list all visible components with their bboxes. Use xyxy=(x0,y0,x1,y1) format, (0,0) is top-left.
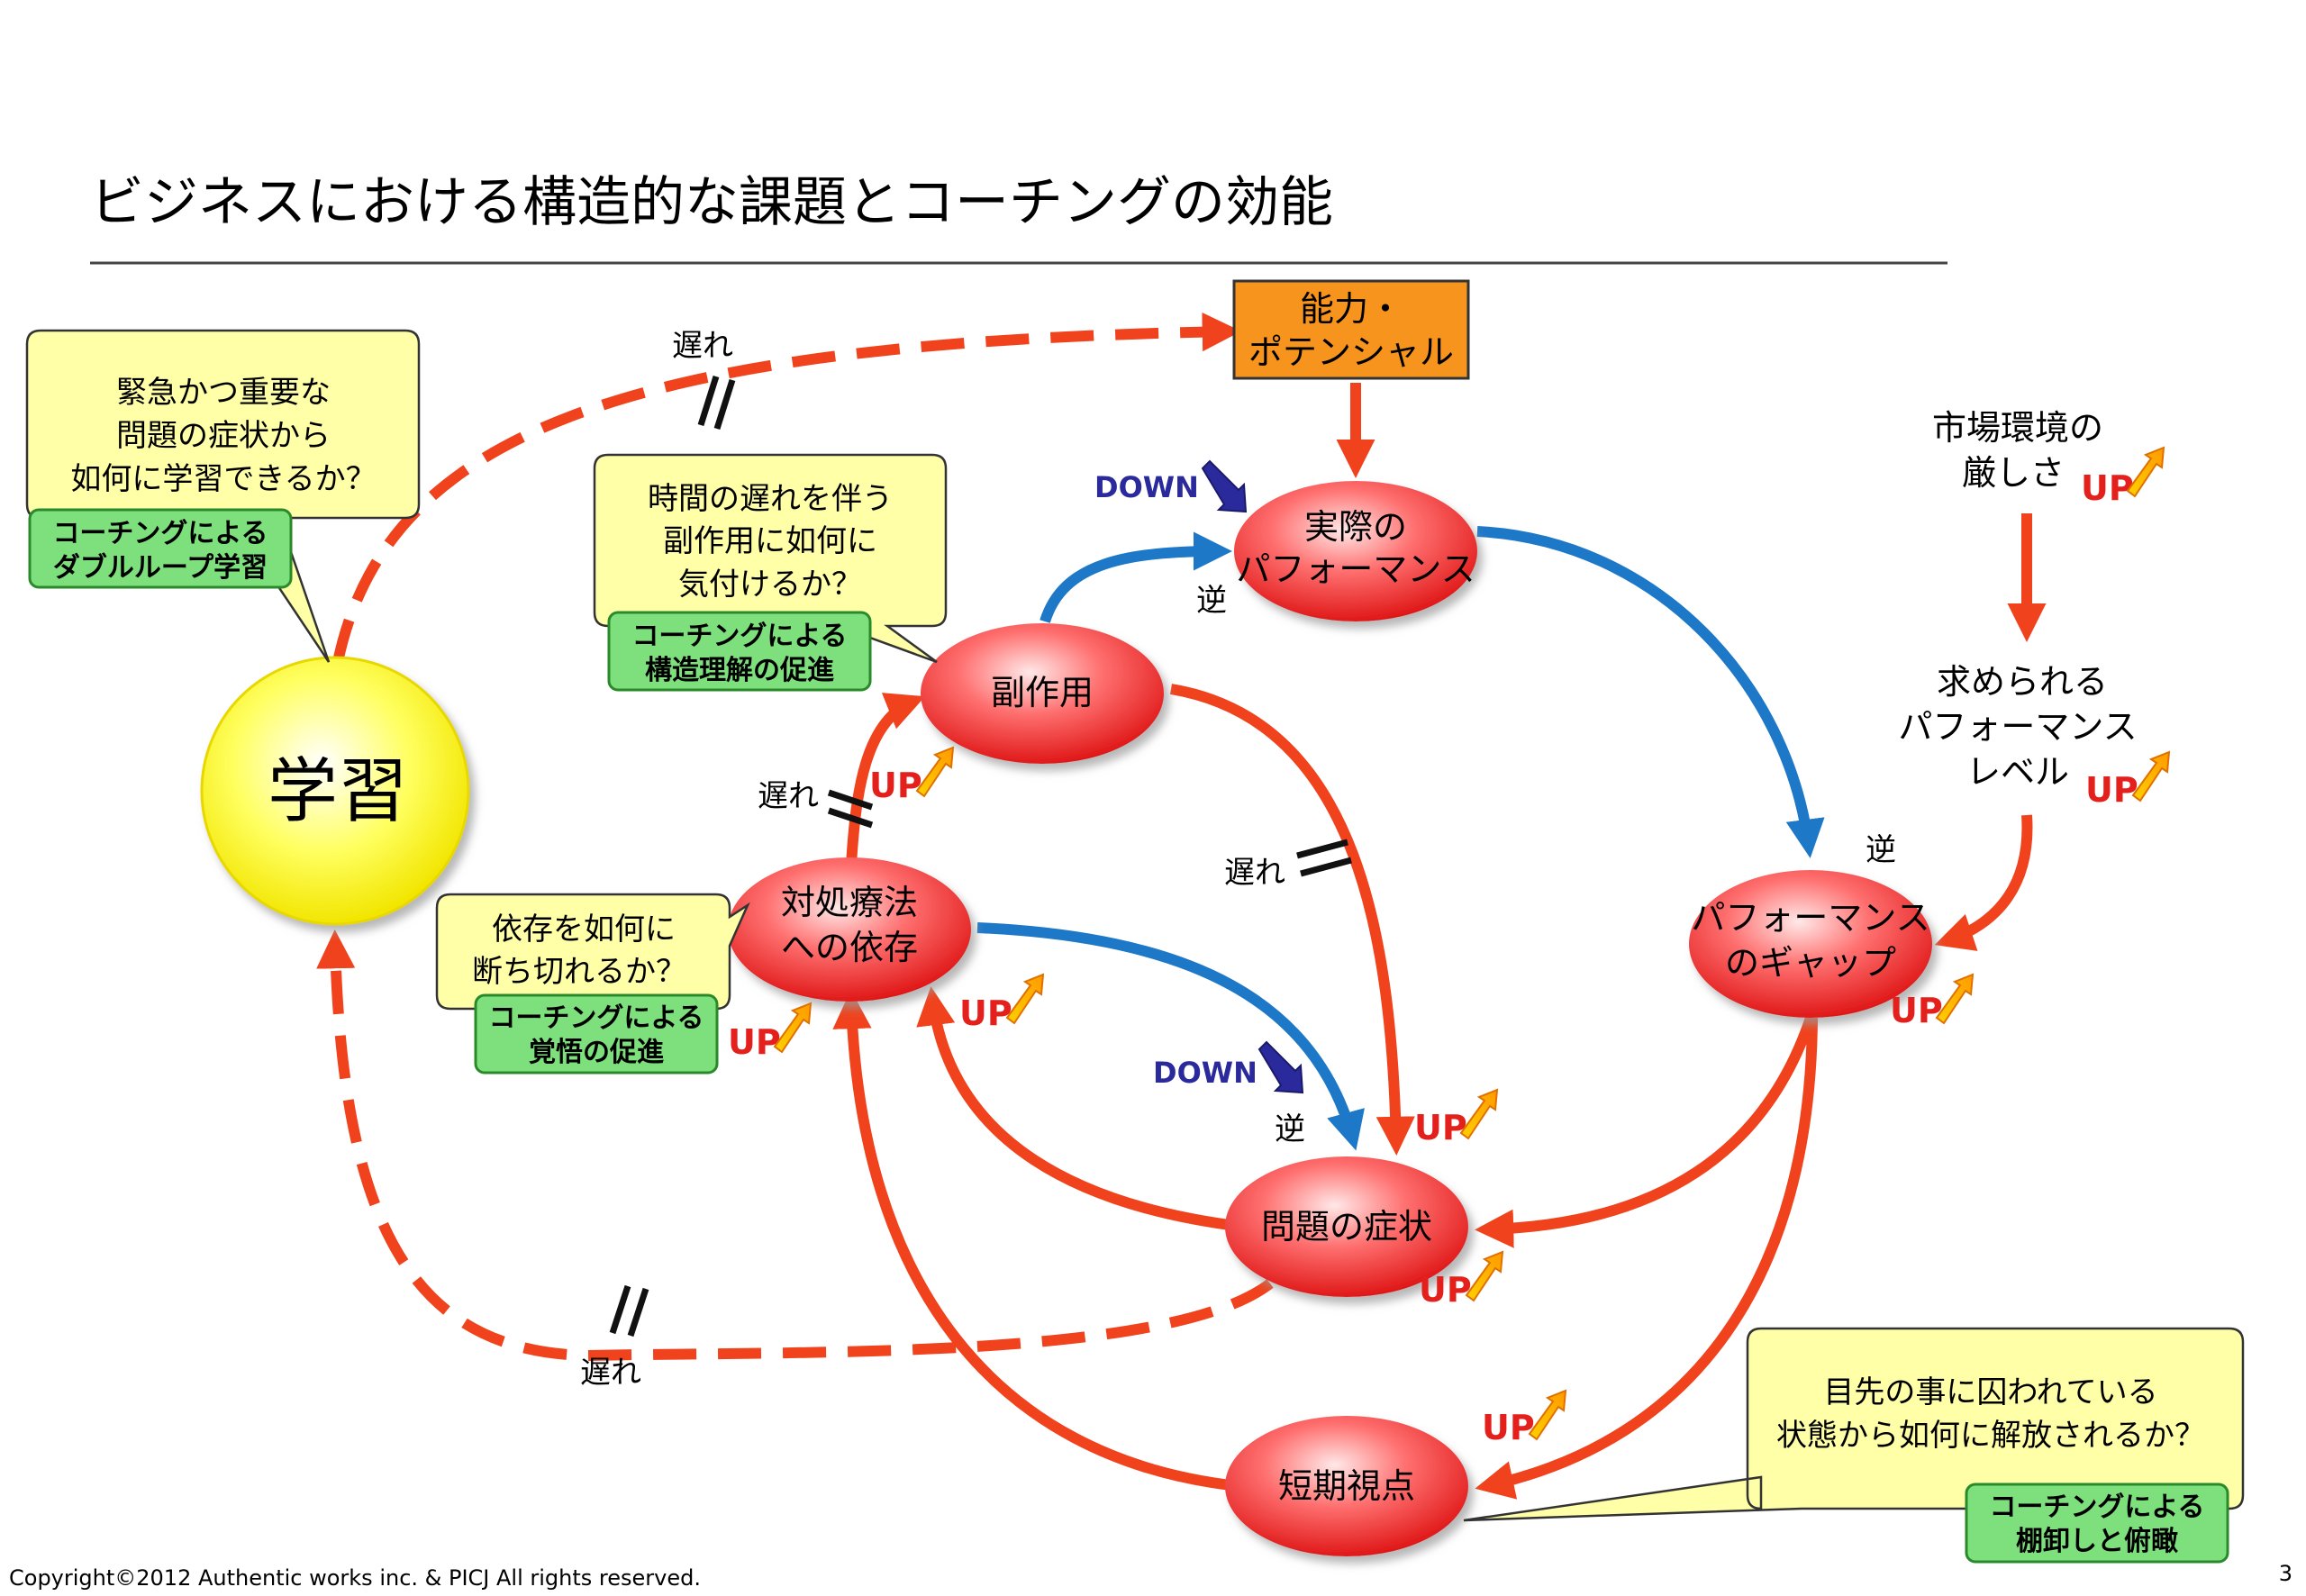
node-problem-symptom xyxy=(1225,1156,1468,1297)
up-arrow-icon xyxy=(1006,974,1044,1024)
arrow-gap-to-shortterm xyxy=(1475,1017,1818,1500)
up-arrow-icon xyxy=(1466,1251,1503,1301)
node-required-label-1: 求められる xyxy=(1937,662,2108,702)
node-required-label-2: パフォーマンス xyxy=(1898,707,2137,747)
label-reverse-actual: 逆 xyxy=(1196,583,1227,619)
label-down-actual: DOWN xyxy=(1094,470,1199,504)
label-up-required: UP xyxy=(2085,770,2138,810)
node-side-effect xyxy=(921,623,1164,764)
node-coping-label-1: 対処療法 xyxy=(781,883,918,922)
label-down-symptom: DOWN xyxy=(1153,1056,1257,1090)
node-gap-label-2: のギャップ xyxy=(1725,943,1896,983)
node-short-term-view xyxy=(1225,1416,1468,1556)
node-coping-dependence xyxy=(728,857,971,1002)
callout-4-line-1: 目先の事に囚われている xyxy=(1823,1374,2157,1410)
callout-1-badge-line-1: コーチングによる xyxy=(52,518,268,549)
up-arrow-icon xyxy=(916,747,954,797)
callout-4-line-2: 状態から如何に解放されるか？ xyxy=(1776,1418,2205,1454)
callout-structural-understanding xyxy=(593,453,948,692)
footer-copyright: Copyright©2012 Authentic works inc. & PI… xyxy=(9,1565,701,1591)
label-up-coping: UP xyxy=(728,1022,781,1062)
label-delay-sideeffect: 遅れ xyxy=(1224,855,1285,891)
callout-2-line-1: 時間の遅れを伴う xyxy=(648,481,893,517)
node-market-label-1: 市場環境の xyxy=(1932,408,2103,448)
node-side-effect-label: 副作用 xyxy=(991,673,1094,712)
arrow-coping-to-sideeffect xyxy=(846,693,926,866)
arrow-symptom-to-learning xyxy=(316,929,1274,1362)
node-symptom-label: 問題の症状 xyxy=(1261,1207,1432,1247)
label-up-symptom: UP xyxy=(1419,1270,1472,1310)
node-learning xyxy=(200,656,470,926)
node-required-label-3: レベル xyxy=(1966,752,2069,792)
label-delay-bottom: 遅れ xyxy=(580,1355,641,1391)
callout-1-line-1: 緊急かつ重要な xyxy=(116,375,331,411)
callout-2-badge-line-2: 構造理解の促進 xyxy=(645,655,834,686)
arrow-actual-to-gap xyxy=(1476,526,1825,858)
callout-1-line-3: 如何に学習できるか？ xyxy=(70,461,376,497)
arrow-sideeffect-to-symptom xyxy=(1170,684,1415,1156)
callout-2-badge-line-1: コーチングによる xyxy=(631,621,847,652)
node-market-label-2: 厳しさ xyxy=(1962,453,2065,493)
callout-2-line-2: 副作用に如何に xyxy=(663,523,877,559)
label-reverse-gap: 逆 xyxy=(1866,832,1896,868)
node-actual-label-1: 実際の xyxy=(1304,507,1407,547)
page-title: ビジネスにおける構造的な課題とコーチングの効能 xyxy=(90,171,1333,234)
arrow-sideeffect-to-actual xyxy=(1040,531,1232,623)
delay-tick-sideeffect xyxy=(1296,839,1352,877)
callout-1-badge-line-2: ダブルループ学習 xyxy=(53,552,268,584)
node-actual-label-2: パフォーマンス xyxy=(1236,549,1475,589)
callout-3-line-2: 断ち切れるか？ xyxy=(472,954,686,990)
label-up-shortterm: UP xyxy=(1482,1408,1535,1447)
arrow-learning-to-capability xyxy=(332,312,1241,664)
delay-tick-coping xyxy=(827,789,874,829)
callout-2-line-3: 気付けるか？ xyxy=(678,567,862,603)
node-capability-label-1: 能力・ xyxy=(1300,289,1403,329)
delay-tick-bottom xyxy=(609,1284,649,1338)
node-learning-label: 学習 xyxy=(268,751,408,832)
label-delay-top: 遅れ xyxy=(672,328,733,364)
node-actual-performance xyxy=(1234,481,1477,621)
label-up-coping-inner: UP xyxy=(959,993,1012,1033)
arrow-coping-to-symptom xyxy=(976,922,1365,1151)
arrow-gap-to-symptom xyxy=(1475,1016,1816,1248)
up-arrow-icon xyxy=(1529,1390,1566,1440)
down-arrow-icon xyxy=(1258,1041,1303,1093)
delay-tick-top xyxy=(697,375,736,431)
callout-3-badge-line-2: 覚悟の促進 xyxy=(529,1037,664,1068)
footer-page-number: 3 xyxy=(2279,1561,2292,1586)
label-delay-coping: 遅れ xyxy=(758,778,819,814)
node-capability-label-2: ポテンシャル xyxy=(1248,332,1454,372)
label-up-gap: UP xyxy=(1890,991,1943,1030)
node-capability xyxy=(1232,279,1470,380)
node-coping-label-2: への依存 xyxy=(781,928,918,967)
up-arrow-icon xyxy=(2132,751,2170,802)
arrow-required-to-gap xyxy=(1934,814,2033,951)
label-reverse-symptom: 逆 xyxy=(1275,1111,1305,1147)
label-up-symptom-arrow: UP xyxy=(1414,1108,1467,1147)
callout-commitment xyxy=(435,893,750,1075)
label-up-market: UP xyxy=(2081,468,2134,508)
node-short-term-label: 短期視点 xyxy=(1278,1466,1415,1506)
down-arrow-icon xyxy=(1202,460,1247,512)
node-gap-label-1: パフォーマンス xyxy=(1691,898,1929,938)
callout-double-loop xyxy=(25,329,421,663)
callout-4-badge-line-1: コーチングによる xyxy=(1989,1492,2204,1523)
callout-3-line-1: 依存を如何に xyxy=(492,911,676,948)
arrow-shortterm-to-coping xyxy=(832,990,1239,1492)
arrow-symptom-to-coping xyxy=(916,986,1244,1232)
node-performance-gap xyxy=(1689,870,1932,1018)
callout-overview xyxy=(1463,1327,2245,1564)
label-up-sideeffect: UP xyxy=(869,766,922,805)
callout-1-line-2: 問題の症状から xyxy=(116,418,331,454)
callout-4-badge-line-2: 棚卸しと俯瞰 xyxy=(2016,1526,2178,1557)
callout-3-badge-line-1: コーチングによる xyxy=(488,1002,704,1034)
